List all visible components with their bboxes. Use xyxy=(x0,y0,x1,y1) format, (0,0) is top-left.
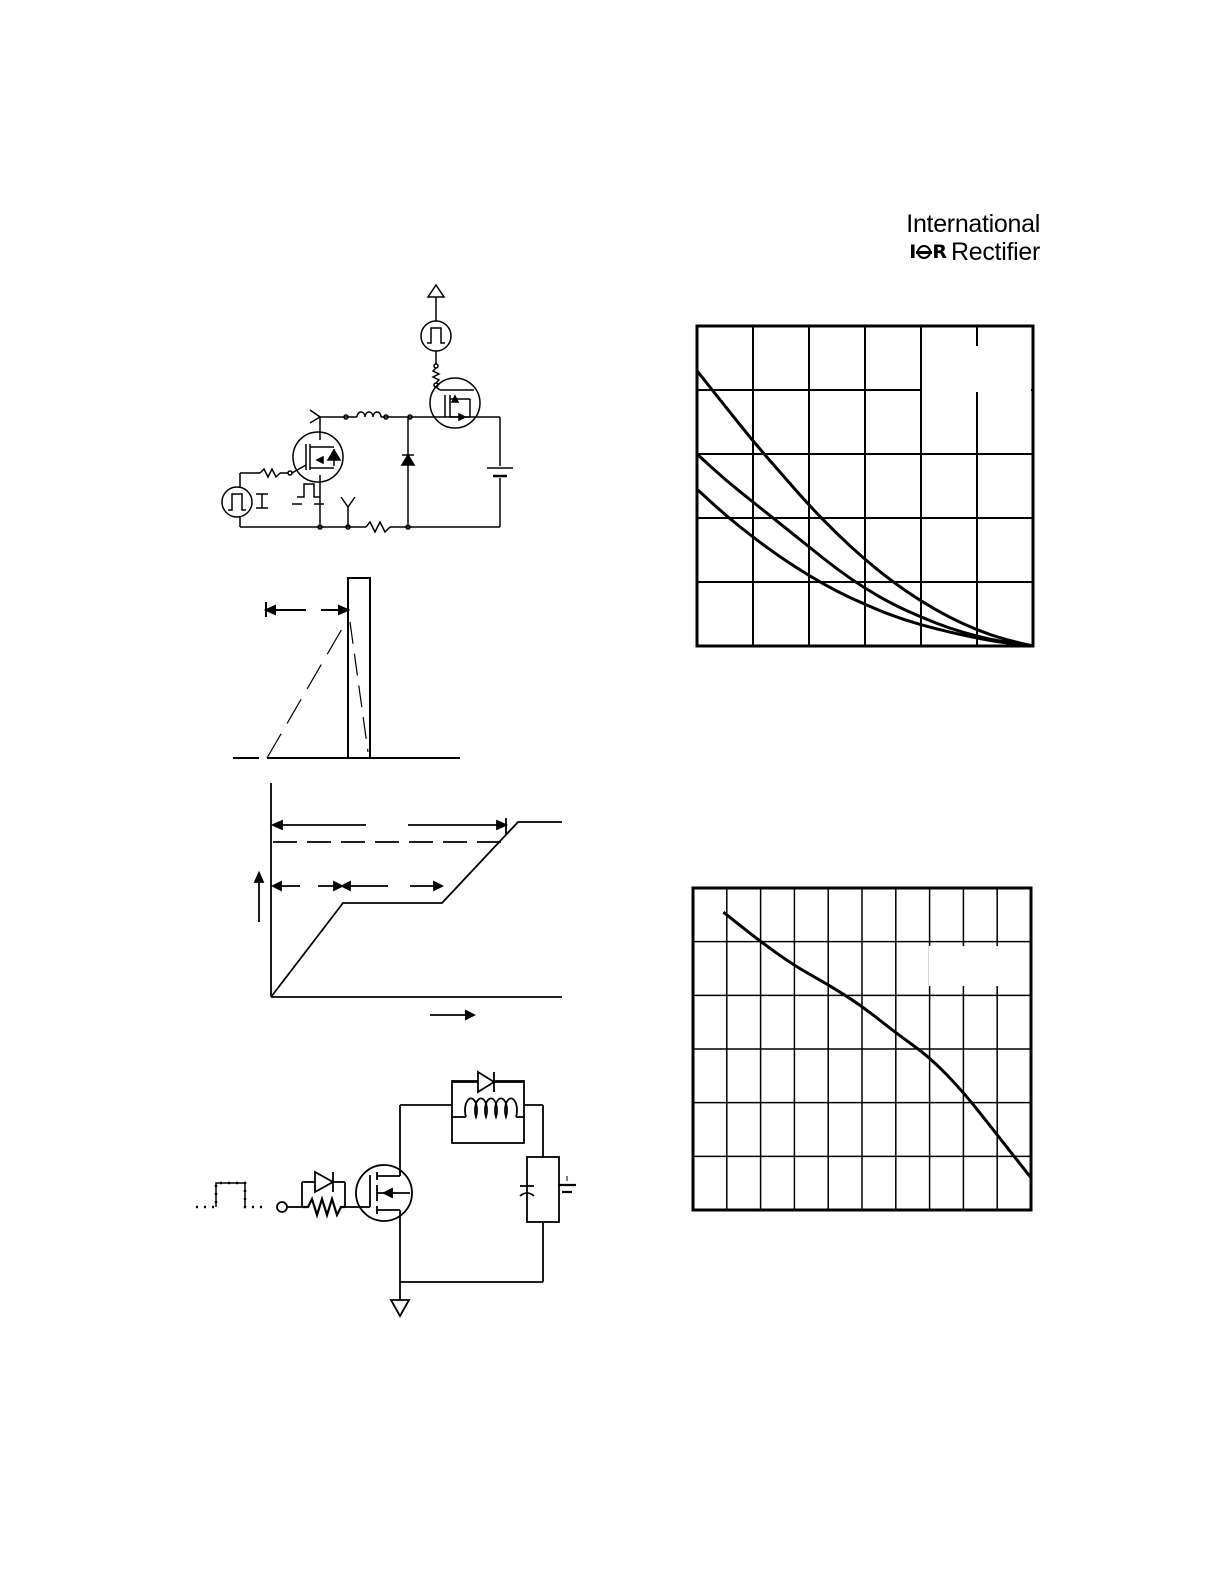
series-line-2 xyxy=(695,452,1034,648)
load-inductor-icon xyxy=(464,1097,518,1120)
series-line-3 xyxy=(695,488,1034,648)
dut-mosfet-icon xyxy=(292,431,344,483)
series-line-1 xyxy=(695,369,1034,648)
brand-name-line1: International xyxy=(906,210,1040,238)
resistor-icon xyxy=(365,520,391,534)
gate-test-mosfet-icon xyxy=(355,1164,413,1222)
mosfet-icon xyxy=(429,377,481,429)
brand-rectifier-text: Rectifier xyxy=(951,238,1040,266)
legend-area xyxy=(929,946,999,986)
ground-icon xyxy=(389,1299,411,1318)
gate-diode-icon xyxy=(314,1170,335,1194)
inductor-icon xyxy=(356,411,382,418)
series-line-1 xyxy=(722,911,1033,1179)
